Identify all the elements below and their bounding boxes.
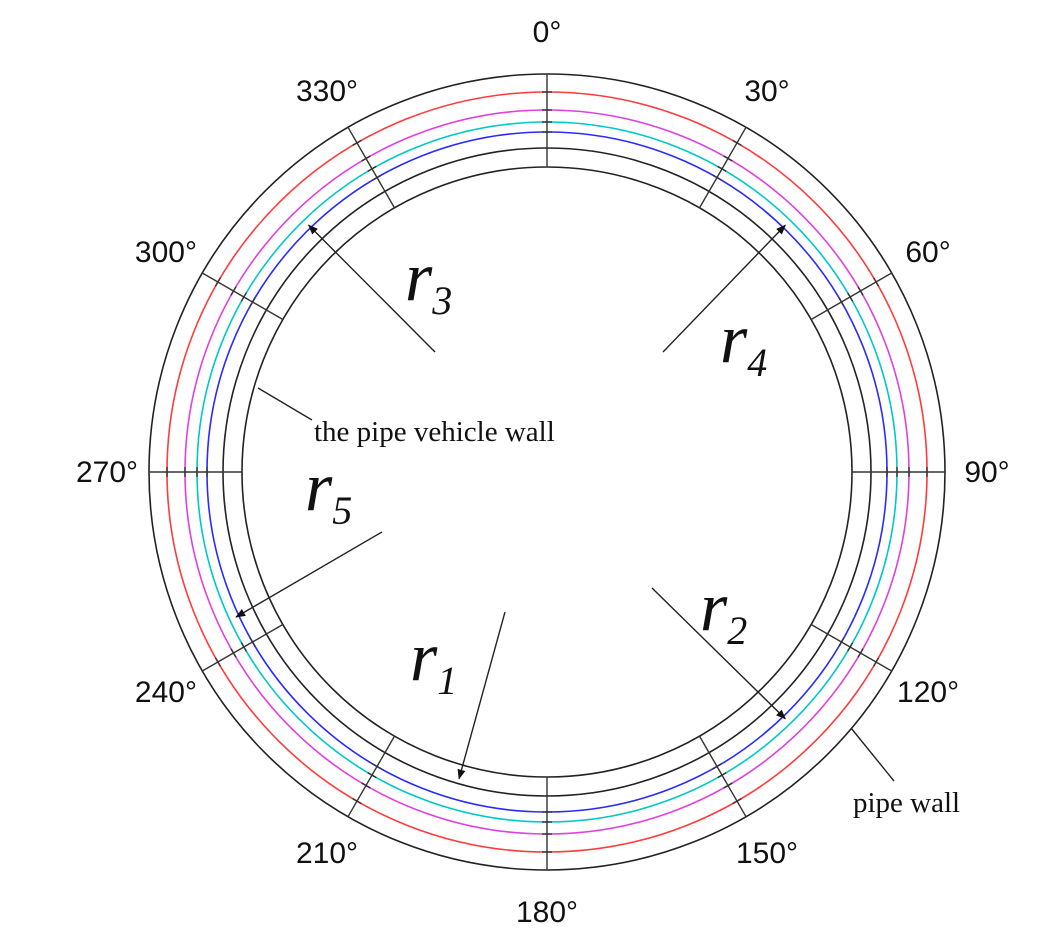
tick-210: [347, 735, 396, 818]
ring-2: [166, 91, 928, 853]
radius-label-1: r1: [410, 619, 457, 703]
angle-label-210: 210°: [296, 837, 358, 870]
tick-mark-120-1: [872, 657, 880, 667]
tick-mark-330-1: [352, 139, 362, 147]
radius-arrow-3: [308, 224, 436, 353]
tick-mark-150-1: [732, 797, 742, 805]
tick-330: [347, 126, 396, 209]
angle-label-240: 240°: [135, 676, 197, 709]
tick-mark-30-1: [732, 139, 742, 147]
angle-label-30: 30°: [744, 75, 789, 108]
tick-mark-300-2: [230, 286, 237, 296]
pipe-vehicle-wall-ring: [241, 166, 853, 778]
radius-arrow-1: [457, 611, 506, 780]
outer-wall-label: pipe wall: [853, 787, 960, 819]
angle-label-180: 180°: [516, 896, 578, 929]
tick-mark-60-1: [872, 277, 880, 287]
radius-label-5: r5: [305, 449, 352, 533]
tick-60: [810, 272, 893, 321]
tick-mark-150-4: [712, 763, 722, 770]
ring-4: [196, 121, 898, 823]
tick-mark-300-3: [240, 292, 247, 302]
tick-240: [201, 623, 284, 672]
tick-mark-60-4: [838, 297, 845, 307]
tick-mark-120-4: [838, 637, 845, 647]
tick-mark-330-4: [372, 174, 382, 181]
radius-arrow-2: [651, 587, 786, 720]
tick-mark-150-3: [717, 772, 727, 779]
tick-mark-30-4: [712, 174, 722, 181]
tick-150: [698, 735, 747, 818]
radius-label-3: r3: [405, 239, 452, 323]
outer-wall-leader-line: [850, 727, 895, 782]
angle-label-90: 90°: [964, 456, 1009, 489]
concentric-rings: [148, 73, 946, 871]
angle-label-330: 330°: [296, 75, 358, 108]
radius-arrow-5: [235, 531, 383, 618]
ring-1: [148, 73, 946, 871]
angle-label-120: 120°: [897, 676, 959, 709]
radius-label-4: r4: [720, 301, 767, 385]
tick-mark-210-4: [372, 763, 382, 770]
tick-mark-210-1: [352, 797, 362, 805]
tick-mark-120-2: [857, 648, 864, 658]
inner-wall-leader-line: [257, 387, 313, 421]
tick-mark-150-2: [723, 782, 733, 789]
tick-300: [201, 272, 284, 321]
angle-label-0: 0°: [533, 16, 562, 49]
tick-30: [698, 126, 747, 209]
inner-wall-annotation: the pipe vehicle wall: [257, 387, 555, 448]
tick-mark-240-3: [240, 642, 247, 652]
inner-wall-label: the pipe vehicle wall: [314, 416, 555, 448]
tick-mark-210-3: [367, 772, 377, 779]
tick-mark-60-3: [847, 292, 854, 302]
tick-mark-60-2: [857, 286, 864, 296]
angle-label-150: 150°: [736, 837, 798, 870]
angle-label-270: 270°: [76, 456, 138, 489]
tick-120: [810, 623, 893, 672]
tick-mark-210-2: [361, 782, 371, 789]
tick-mark-240-2: [230, 648, 237, 658]
outer-wall-annotation: pipe wall: [850, 727, 960, 819]
tick-mark-30-3: [717, 165, 727, 172]
angle-labels: 0° 30° 60° 90° 120° 150° 180° 210° 240° 270° 300° 3…: [76, 16, 1010, 929]
ring-3: [184, 109, 910, 835]
tick-mark-30-2: [723, 155, 733, 162]
tick-mark-330-2: [361, 155, 371, 162]
tick-mark-120-3: [847, 642, 854, 652]
angle-tick-marks: [149, 74, 945, 870]
angle-label-300: 300°: [135, 236, 197, 269]
radius-arrow-4: [662, 224, 786, 353]
tick-mark-330-3: [367, 165, 377, 172]
radius-label-2: r2: [700, 569, 747, 653]
radius-arrows: r1 r2 r3 r4 r5: [235, 224, 786, 780]
tick-mark-300-1: [214, 277, 222, 287]
tick-mark-240-4: [249, 637, 256, 647]
tick-mark-300-4: [249, 297, 256, 307]
angle-label-60: 60°: [905, 236, 950, 269]
tick-mark-240-1: [214, 657, 222, 667]
